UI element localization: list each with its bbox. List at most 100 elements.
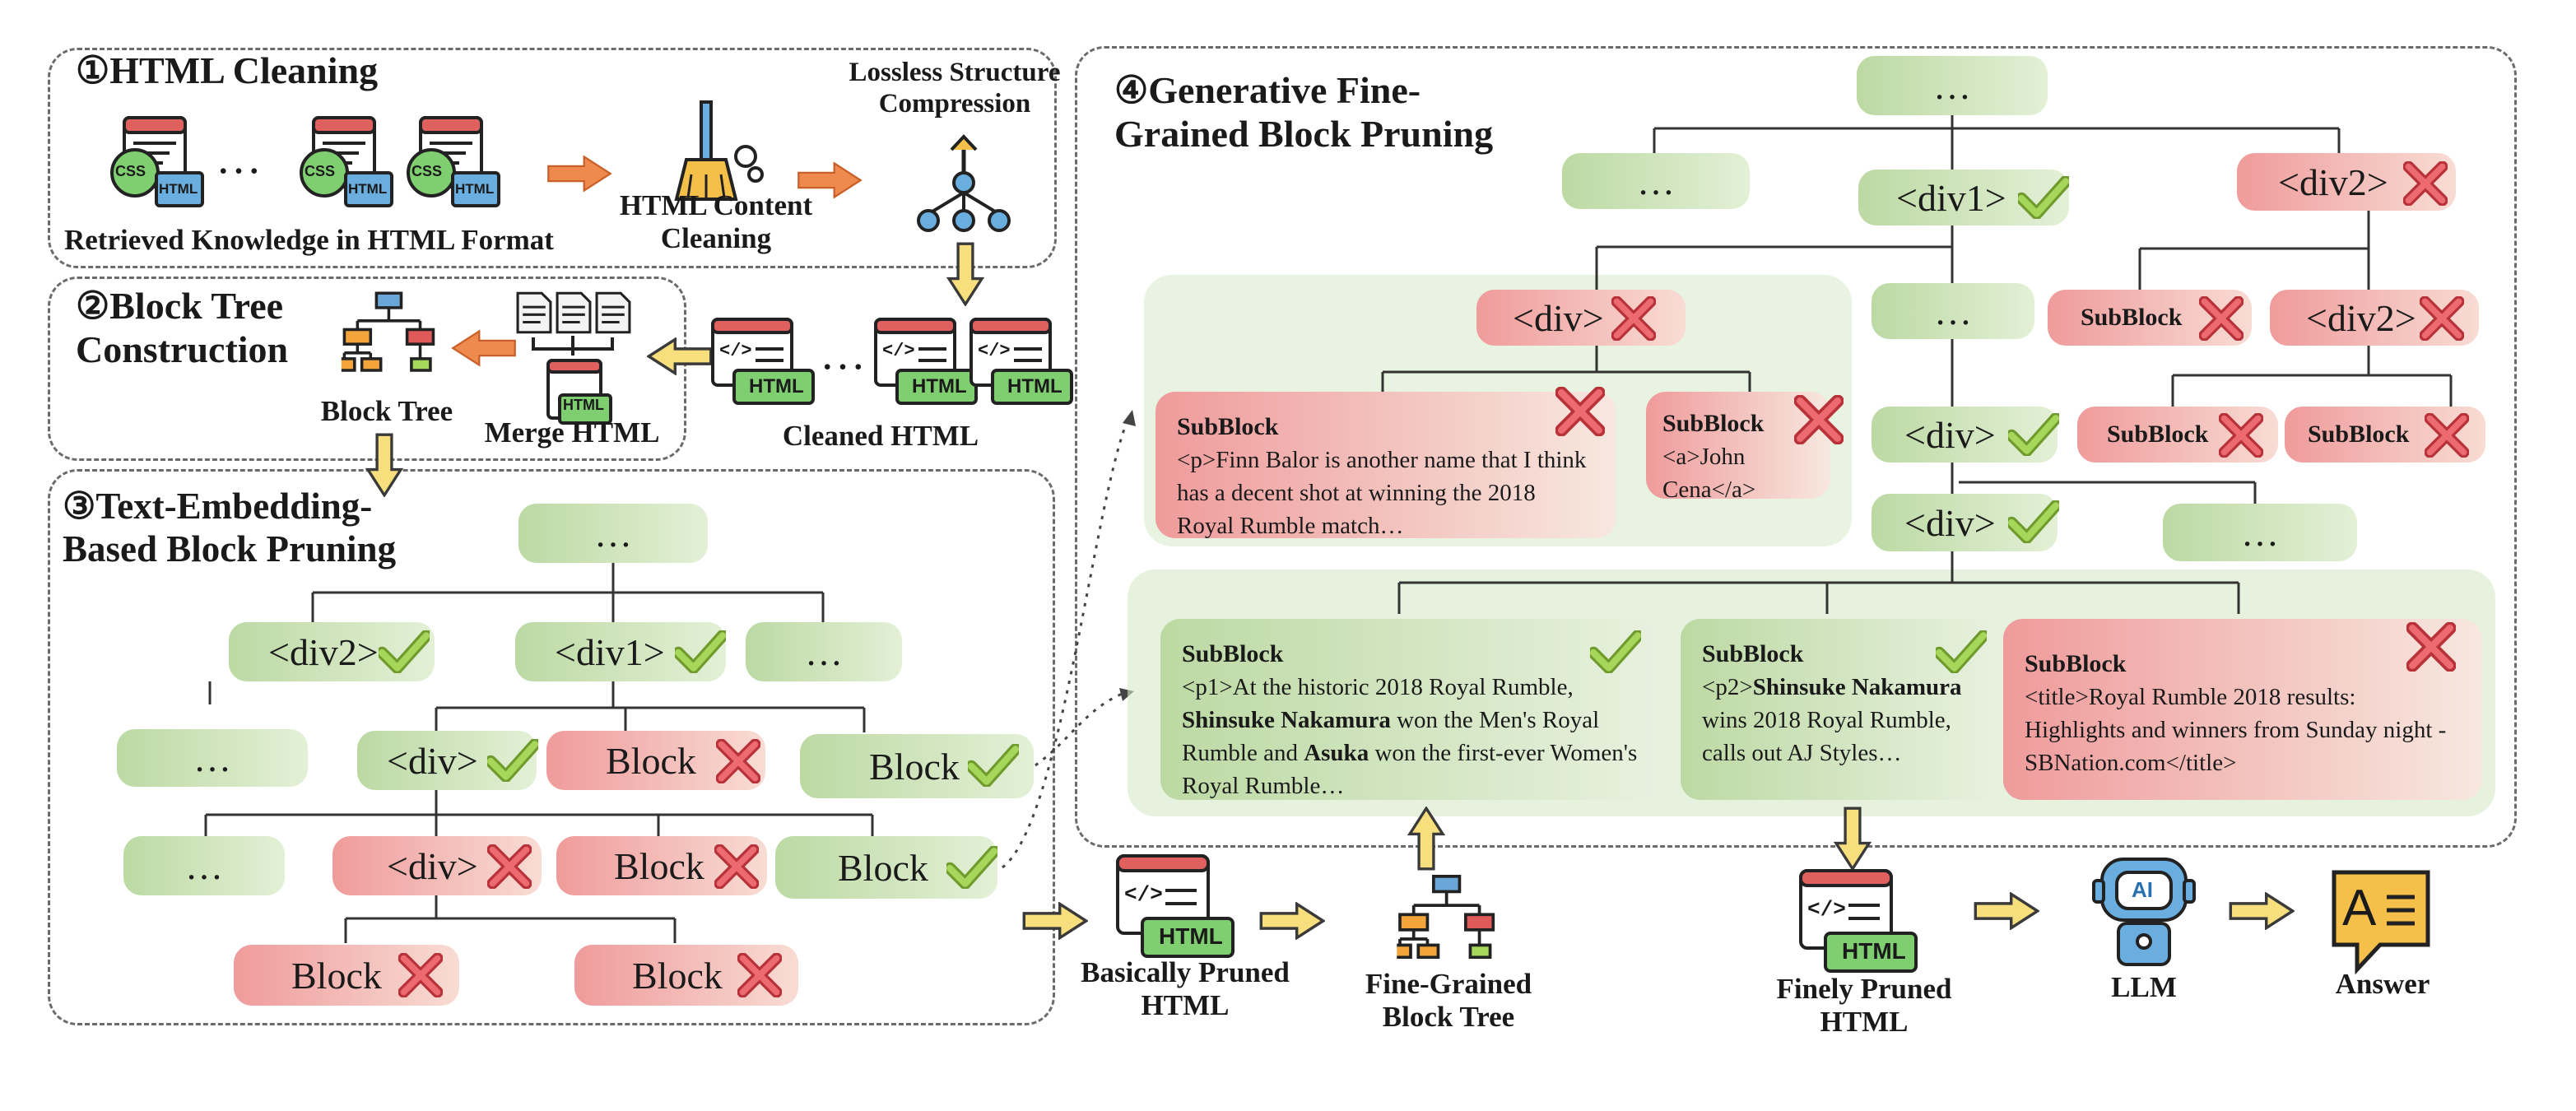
orange-arrow-icon	[547, 156, 611, 192]
answer-icon: A	[2329, 867, 2436, 975]
check-icon	[946, 846, 997, 889]
cross-icon	[2420, 296, 2464, 341]
yellow-arrow-down-icon	[947, 242, 983, 306]
cross-icon	[1794, 395, 1844, 444]
tree-node: …	[2163, 504, 2357, 561]
cleaned-html-icon: </> HTML	[709, 316, 816, 407]
panel4-title: ④Generative Fine- Grained Block Pruning	[1114, 69, 1494, 155]
cross-icon	[2406, 622, 2456, 672]
code-label: </>	[1124, 882, 1163, 907]
yellow-arrow-up-icon	[1408, 807, 1444, 871]
check-icon	[675, 630, 726, 673]
code-label: </>	[978, 341, 1011, 361]
check-icon	[2018, 176, 2069, 219]
basically-pruned-label: Basically Pruned HTML	[1081, 956, 1290, 1022]
answer-glyph: A	[2342, 880, 2377, 937]
subblock-card: SubBlock <p1>At the historic 2018 Royal …	[1160, 619, 1659, 800]
compression-label: Lossless Structure Compression	[849, 58, 1061, 119]
subblock-head: SubBlock	[1182, 640, 1284, 667]
code-label: </>	[882, 341, 915, 361]
yellow-arrow-icon	[1974, 892, 2039, 930]
check-icon	[2008, 413, 2059, 456]
subblock-card: SubBlock <title>Royal Rumble 2018 result…	[2003, 619, 2482, 800]
ellipsis: …	[216, 132, 262, 184]
css-label: CSS	[305, 163, 336, 179]
panel3-title: ③Text-Embedding- Based Block Pruning	[63, 486, 397, 569]
subblock-body-pre: <p1>At the historic 2018 Royal Rumble,	[1182, 674, 1574, 701]
compression-icon	[917, 134, 1011, 232]
llm-label: LLM	[2111, 971, 2177, 1003]
cross-icon	[2219, 413, 2263, 458]
subblock-card: SubBlock <p2>Shinsuke Nakamura wins 2018…	[1681, 619, 1997, 800]
check-icon	[1936, 630, 1987, 673]
html-label: HTML	[1842, 938, 1906, 964]
html-label: HTML	[749, 375, 804, 397]
subblock-head: SubBlock	[2025, 650, 2127, 677]
tree-node: …	[123, 836, 285, 895]
tree-node: …	[518, 504, 708, 563]
subblock-head: SubBlock	[1702, 640, 1804, 667]
tree-node: Block	[546, 731, 765, 790]
tree-node: <div>	[1872, 407, 2058, 463]
code-label: </>	[1807, 897, 1846, 922]
merge-html-icon: HTML	[509, 290, 640, 430]
robot-icon: AI	[2090, 853, 2197, 968]
tree-node: …	[1872, 283, 2034, 339]
basically-pruned-html-icon: </> HTML	[1114, 853, 1238, 960]
ellipsis: …	[820, 328, 866, 379]
cross-icon	[398, 953, 443, 997]
yellow-arrow-icon	[2229, 892, 2295, 930]
cross-icon	[714, 844, 759, 889]
check-icon	[2008, 500, 2059, 543]
html-doc-icon: CSS HTML	[403, 115, 502, 214]
check-icon	[968, 744, 1019, 787]
subblock-head: SubBlock	[1177, 413, 1279, 440]
cross-icon	[2403, 161, 2448, 206]
tree-node: SubBlock	[2285, 407, 2485, 463]
css-label: CSS	[412, 163, 443, 179]
html-label: HTML	[159, 181, 198, 197]
orange-arrow-icon	[797, 162, 862, 198]
fine-grained-tree-icon	[1397, 875, 1495, 960]
subblock-body-pre: <p2>	[1702, 674, 1753, 701]
subblock-bold: Shinsuke Nakamura	[1752, 674, 1962, 701]
merge-html-label: Merge HTML	[484, 416, 660, 449]
yellow-arrow-down-icon	[1834, 807, 1871, 871]
cross-icon	[2199, 296, 2244, 341]
cleaning-label: HTML Content Cleaning	[619, 189, 813, 255]
subblock-body: <p>Finn Balor is another name that I thi…	[1177, 447, 1587, 540]
block-tree-label: Block Tree	[320, 395, 453, 427]
cleaned-html-icon: </> HTML	[872, 316, 979, 407]
subblock-body: <a>John Cena</a>	[1662, 444, 1756, 504]
html-doc-icon: CSS HTML	[296, 115, 395, 214]
html-label: HTML	[455, 181, 495, 197]
cross-icon	[737, 953, 782, 997]
tree-node: …	[746, 622, 902, 681]
subblock-head: SubBlock	[1662, 410, 1765, 437]
cross-icon	[1555, 387, 1605, 436]
tree-node: Block	[574, 945, 798, 1006]
html-label: HTML	[1007, 375, 1062, 397]
code-label: </>	[719, 341, 752, 361]
html-label: HTML	[912, 375, 967, 397]
panel1-title: ①HTML Cleaning	[76, 49, 379, 91]
subblock-card: SubBlock <a>John Cena</a>	[1646, 392, 1830, 503]
subblock-body-mid: won the Men's Royal Rumble and	[1182, 707, 1600, 767]
retrieved-caption: Retrieved Knowledge in HTML Format	[64, 224, 554, 256]
broom-icon	[674, 100, 764, 201]
html-label: HTML	[563, 397, 604, 413]
subblock-body: <title>Royal Rumble 2018 results: Highli…	[2025, 684, 2447, 777]
cross-icon	[2425, 413, 2469, 458]
subblock-body-post: won the first-ever Women's Royal Rumble…	[1182, 740, 1638, 800]
html-label: HTML	[348, 181, 388, 197]
yellow-arrow-icon	[1259, 902, 1325, 940]
finely-pruned-label: Finely Pruned HTML	[1776, 973, 1952, 1039]
answer-label: Answer	[2335, 968, 2430, 1000]
tree-node: <div>	[357, 731, 537, 790]
block-tree-icon	[341, 291, 435, 372]
html-doc-icon: CSS HTML	[107, 115, 206, 214]
cross-icon	[1611, 296, 1656, 341]
cleaned-html-label: Cleaned HTML	[782, 420, 979, 452]
tree-node: …	[117, 729, 308, 787]
